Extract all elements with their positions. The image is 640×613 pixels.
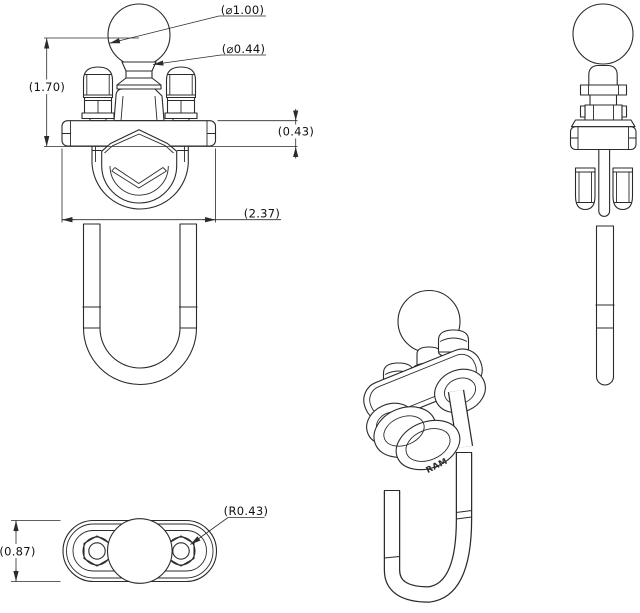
dimension-corner-radius: (R0.43) <box>190 504 269 545</box>
dome-nut-left-side <box>574 167 596 211</box>
u-bolt-rod-side <box>595 225 615 386</box>
dimension-plate-thickness: (0.43) <box>277 109 315 159</box>
clamp-bolt-right <box>164 66 198 122</box>
clamp-jaw-iso <box>373 406 461 471</box>
dimension-neck-diameter: (⌀0.44) <box>152 42 266 66</box>
u-bolt-stud-side <box>598 150 611 217</box>
clamp-jaw-front <box>91 129 189 210</box>
bottom-view <box>62 518 218 584</box>
dimension-plate-thickness-label: (0.43) <box>278 125 314 139</box>
dimension-overall-height-label: (1.70) <box>29 80 65 94</box>
ball-bottom <box>106 518 173 584</box>
dimension-base-width-label: (2.37) <box>244 207 280 221</box>
u-bolt-stud-iso <box>447 389 474 449</box>
dimension-overall-height: (1.70) <box>28 38 66 147</box>
dimension-neck-diameter-label: (⌀0.44) <box>222 42 266 56</box>
ball-neck-front <box>113 61 165 122</box>
isometric-view: RAM <box>363 289 486 603</box>
dimension-layer: (1.70) (0.43) (2.37) (⌀1.00) (⌀0.44) <box>0 3 315 582</box>
dimension-corner-radius-label: (R0.43) <box>224 504 269 518</box>
u-bolt-hook-iso <box>383 452 473 603</box>
clamp-bolt-left <box>81 66 115 122</box>
dome-nut-right-side <box>612 167 634 211</box>
dimension-ball-diameter-label: (⌀1.00) <box>221 3 265 17</box>
extension-lines-width <box>61 148 216 223</box>
ball-front <box>107 3 171 67</box>
dimension-base-width: (2.37) <box>62 207 281 223</box>
dimension-base-depth-label: (0.87) <box>0 545 36 559</box>
dimension-ball-diameter: (⌀1.00) <box>109 3 266 44</box>
front-view <box>61 3 217 385</box>
side-view <box>569 3 637 386</box>
u-bolt-front <box>82 223 198 385</box>
ball-side <box>572 3 634 65</box>
dimension-base-depth: (0.87) <box>0 520 61 582</box>
clamp-base-side <box>569 119 637 151</box>
